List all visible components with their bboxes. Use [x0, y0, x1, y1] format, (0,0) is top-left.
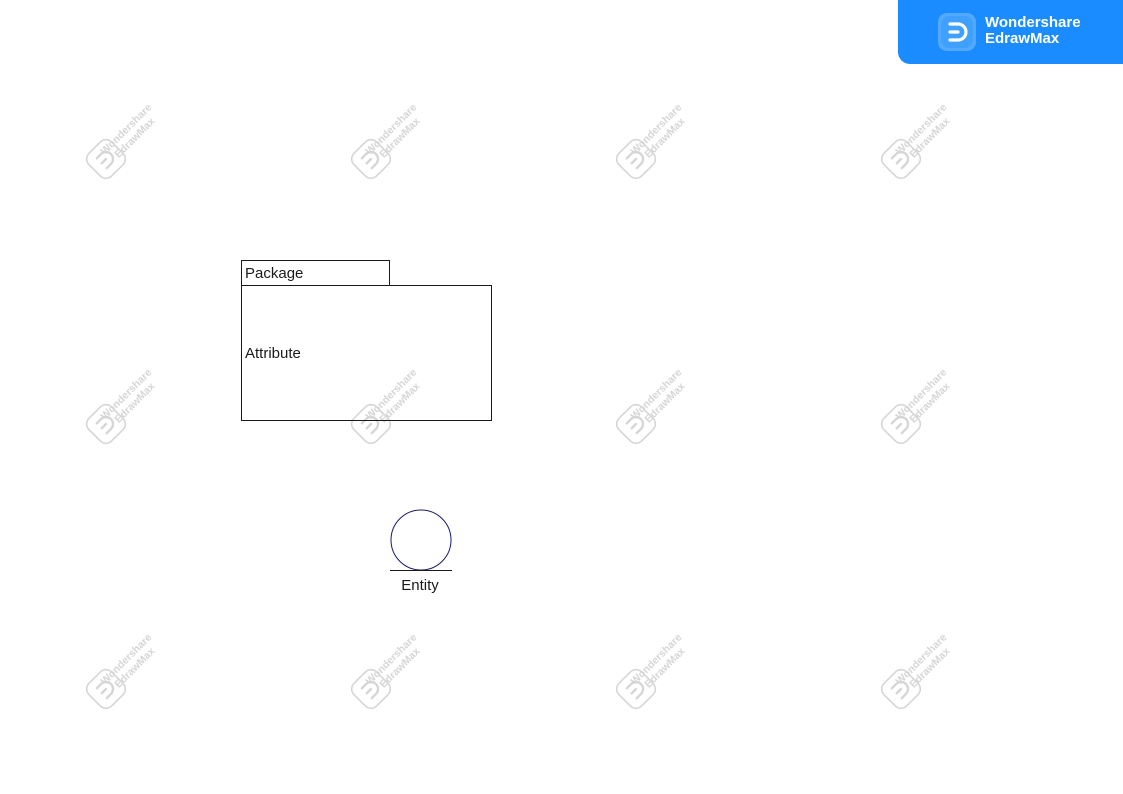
edrawmax-watermark-icon [350, 403, 392, 445]
edrawmax-watermark-icon [85, 138, 127, 180]
edrawmax-logo-icon [938, 13, 976, 51]
edrawmax-watermark-icon [615, 138, 657, 180]
edrawmax-watermark-icon [350, 668, 392, 710]
package-tab-label: Package [245, 265, 304, 282]
package-body[interactable]: Attribute [241, 285, 492, 421]
brand-name-line1: Wondershare [985, 14, 1081, 31]
edrawmax-watermark-icon [880, 138, 922, 180]
brand-name: Wondershare EdrawMax [985, 15, 1081, 47]
entity-circle [390, 509, 452, 571]
entity-shape[interactable] [388, 508, 454, 574]
edrawmax-watermark-icon [350, 138, 392, 180]
package-attribute-label: Attribute [245, 345, 301, 362]
entity-label: Entity [401, 577, 439, 594]
brand-name-line2: EdrawMax [985, 30, 1060, 47]
edrawmax-watermark-icon [615, 403, 657, 445]
edrawmax-watermark-icon [615, 668, 657, 710]
edrawmax-watermark-icon [880, 668, 922, 710]
package-tab[interactable]: Package [241, 260, 390, 285]
edrawmax-brand-badge: Wondershare EdrawMax [898, 0, 1123, 64]
edrawmax-watermark-icon [85, 403, 127, 445]
edrawmax-watermark-icon [880, 403, 922, 445]
edrawmax-watermark-icon [85, 668, 127, 710]
